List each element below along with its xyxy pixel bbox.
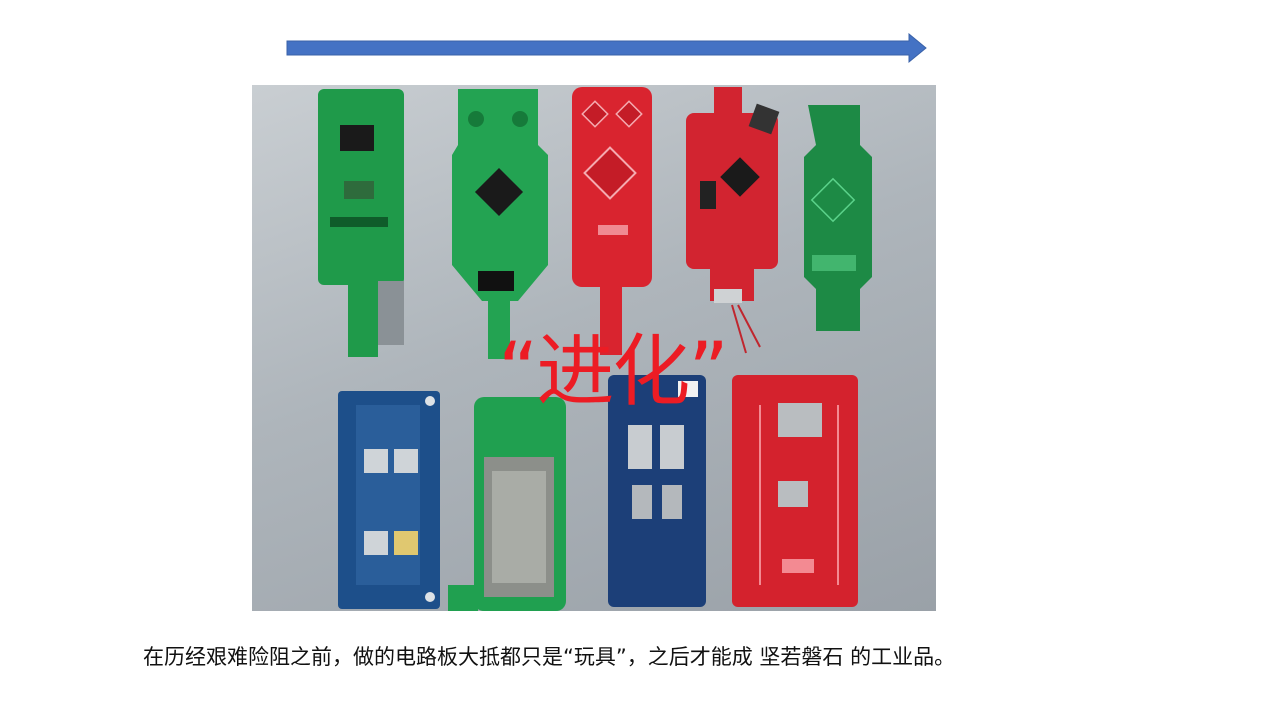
caption-text: 在历经艰难险阻之前，做的电路板大抵都只是“玩具”，之后才能成 坚若磐石 的工业品… <box>143 645 956 669</box>
pcb-board-red-2 <box>686 87 780 354</box>
pcb-board-blue-2 <box>608 375 706 607</box>
right-arrow-icon <box>286 33 927 64</box>
overlay-title: “进化” <box>498 327 729 417</box>
pcb-photo-drawing <box>318 87 872 611</box>
pcb-board-green-3 <box>804 105 872 331</box>
pcb-board-red-3 <box>732 375 858 607</box>
pcb-photo: “进化” <box>252 85 936 611</box>
pcb-board-blue-1 <box>338 391 440 609</box>
pcb-board-red-1 <box>572 87 652 355</box>
pcb-board-green-1 <box>318 89 404 357</box>
pcb-board-green-2 <box>452 89 548 359</box>
pcb-board-green-4 <box>448 397 566 611</box>
